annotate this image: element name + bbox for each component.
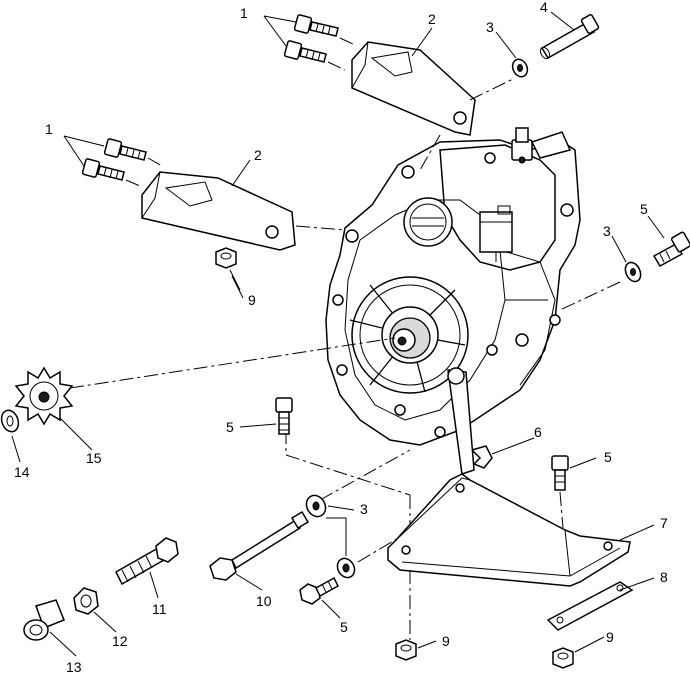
bolt-1-middle-b bbox=[81, 158, 125, 181]
bolt-4 bbox=[539, 14, 600, 60]
bracket-2-upper bbox=[351, 41, 476, 136]
callout-7: 7 bbox=[660, 515, 668, 531]
bolt-5-right-lower bbox=[551, 455, 569, 491]
drive-hub bbox=[349, 276, 469, 394]
leader-lines bbox=[11, 11, 665, 657]
callout-9a: 9 bbox=[248, 292, 256, 308]
callout-6: 6 bbox=[534, 424, 542, 440]
callout-5a: 5 bbox=[640, 201, 648, 217]
callout-1b: 1 bbox=[45, 121, 53, 137]
callout-8: 8 bbox=[660, 569, 668, 585]
washer-3-right bbox=[624, 261, 642, 283]
callout-5b: 5 bbox=[226, 419, 234, 435]
callout-5c: 5 bbox=[604, 449, 612, 465]
callout-4: 4 bbox=[540, 0, 548, 15]
nut-9-bottom-right bbox=[552, 647, 574, 669]
callout-1a: 1 bbox=[240, 5, 248, 21]
bolt-5-right bbox=[652, 231, 690, 268]
callout-13: 13 bbox=[66, 659, 82, 675]
callout-14: 14 bbox=[14, 464, 30, 480]
callout-3c: 3 bbox=[360, 501, 368, 517]
washer-3-lower-a bbox=[305, 494, 327, 518]
bolt-5-lower bbox=[299, 576, 339, 605]
callout-2b: 2 bbox=[254, 147, 262, 163]
washer-3-top bbox=[511, 58, 529, 78]
bolt-5-center bbox=[275, 397, 293, 435]
callout-10: 10 bbox=[256, 593, 272, 609]
bolt-10 bbox=[209, 510, 310, 581]
callout-9b: 9 bbox=[442, 633, 450, 649]
clip-6 bbox=[470, 445, 493, 469]
callout-5d: 5 bbox=[340, 619, 348, 635]
callout-3b: 3 bbox=[603, 223, 611, 239]
nut-12 bbox=[73, 587, 99, 615]
plate-8 bbox=[546, 581, 634, 631]
bolt-1-middle-a bbox=[103, 138, 147, 161]
nut-9-left bbox=[215, 247, 237, 269]
callout-12: 12 bbox=[112, 633, 128, 649]
bracket-7 bbox=[387, 473, 631, 587]
nut-9-bottom-center bbox=[395, 639, 417, 661]
callout-9c: 9 bbox=[606, 629, 614, 645]
callout-15: 15 bbox=[86, 450, 102, 466]
callout-2a: 2 bbox=[428, 11, 436, 27]
washer-3-lower-b bbox=[336, 557, 356, 579]
bolt-1-upper-a bbox=[293, 14, 339, 37]
fitting-13 bbox=[23, 599, 65, 641]
washer-14 bbox=[0, 409, 20, 433]
bracket-2-middle bbox=[141, 171, 296, 251]
gearcase-assembly bbox=[325, 127, 581, 446]
link-arm bbox=[447, 367, 475, 475]
sprocket-15 bbox=[14, 366, 74, 426]
bolt-1-upper-b bbox=[283, 40, 327, 63]
callout-labels: 1 2 3 4 1 2 9 3 5 5 6 5 15 14 3 7 8 10 1… bbox=[14, 0, 668, 675]
bolt-11 bbox=[115, 537, 179, 586]
callout-3a: 3 bbox=[486, 19, 494, 35]
callout-11: 11 bbox=[152, 601, 167, 617]
